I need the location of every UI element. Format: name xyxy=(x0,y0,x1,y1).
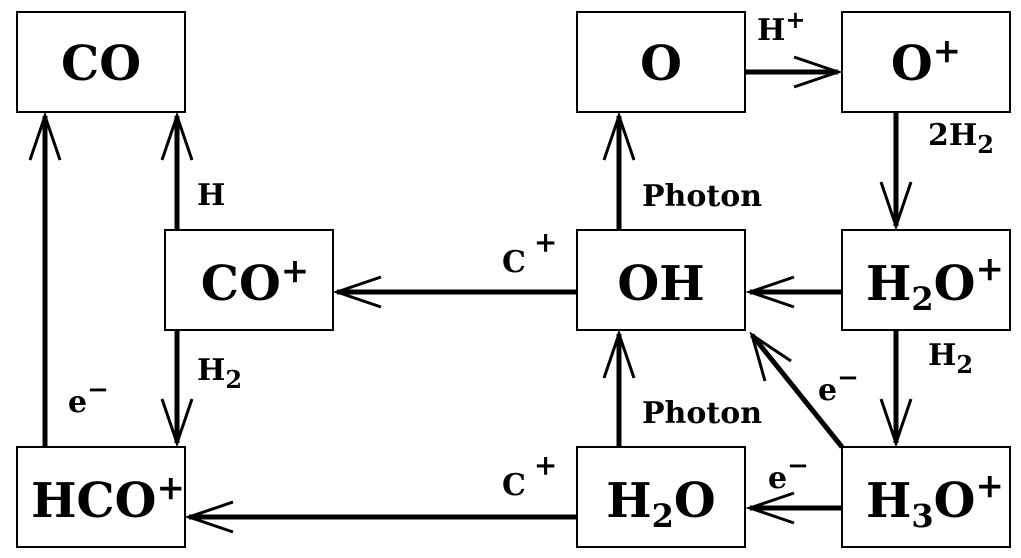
node-label-co: CO xyxy=(61,36,141,92)
node-label-o-plus: O+ xyxy=(891,31,961,92)
arrow-co-plus-to-hco-plus xyxy=(160,330,194,448)
edge-label-h2o-to-oh: Photon xyxy=(642,396,762,431)
node-box-co-plus xyxy=(164,229,334,331)
node-label-o: O xyxy=(640,36,682,92)
edge-label-h2o-to-hco-plus: C+ xyxy=(502,449,557,503)
node-label-co-plus: CO+ xyxy=(201,251,310,312)
edge-label-o-to-o-plus: H+ xyxy=(757,5,805,48)
arrow-h2o-plus-to-oh xyxy=(745,275,842,309)
edge-label-hco-plus-to-co: e− xyxy=(68,375,109,420)
edge-label-o-plus-to-h2o-plus: 2H2 xyxy=(928,118,994,159)
arrow-h2o-to-hco-plus xyxy=(184,500,577,534)
node-box-o xyxy=(576,11,746,113)
arrow-oh-to-o xyxy=(602,111,636,230)
arrow-co-plus-to-co xyxy=(160,111,194,230)
node-box-h2o-plus xyxy=(841,229,1011,331)
node-label-hco-plus: HCO+ xyxy=(31,468,185,529)
node-label-oh: OH xyxy=(617,256,704,312)
edge-label-oh-to-co-plus: C+ xyxy=(502,226,557,280)
node-label-h3o-plus: H3O+ xyxy=(866,466,1004,535)
edge-label-oh-to-o: Photon xyxy=(642,179,762,214)
node-box-oh xyxy=(576,229,746,331)
node-label-h2o-plus: H2O+ xyxy=(866,249,1004,318)
arrow-h2o-to-oh xyxy=(602,329,636,447)
arrow-o-to-o-plus xyxy=(745,55,843,89)
node-box-h3o-plus xyxy=(841,446,1011,548)
arrow-h3o-plus-to-h2o xyxy=(745,491,842,525)
node-box-co xyxy=(16,11,186,113)
edge-label-co-plus-to-co: H xyxy=(197,178,225,213)
arrow-h2o-plus-to-h3o-plus xyxy=(879,330,913,448)
arrow-oh-to-co-plus xyxy=(332,275,577,309)
node-box-hco-plus xyxy=(16,446,186,548)
edge-label-co-plus-to-hco-plus: H2 xyxy=(197,353,242,394)
node-label-h2o: H2O xyxy=(606,473,715,535)
node-box-o-plus xyxy=(841,11,1011,113)
arrow-h3o-plus-to-oh xyxy=(749,331,844,449)
arrow-hco-plus-to-co xyxy=(28,111,62,447)
edge-label-h2o-plus-to-h3o-plus: H2 xyxy=(928,338,973,379)
edge-label-h3o-plus-to-oh: e− xyxy=(818,363,859,408)
edge-label-h3o-plus-to-h2o: e− xyxy=(768,451,809,496)
arrow-o-plus-to-h2o-plus xyxy=(879,112,913,231)
node-box-h2o xyxy=(576,446,746,548)
